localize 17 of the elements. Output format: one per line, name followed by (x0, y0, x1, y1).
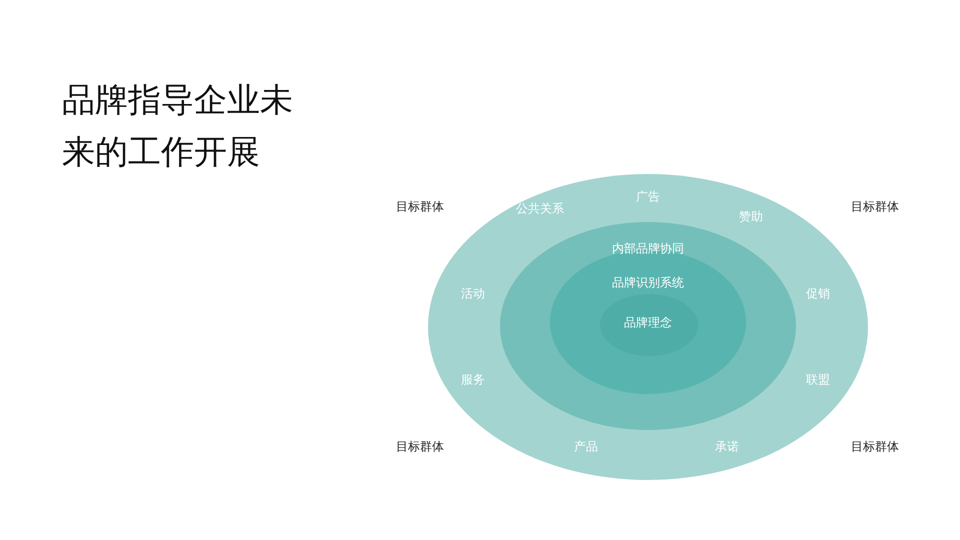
ring-label: 服务 (461, 372, 485, 388)
title: 品牌指导企业未来的工作开展 (62, 79, 294, 173)
ring-label: 承诺 (715, 438, 739, 456)
audience-label: 目标群体 (396, 438, 444, 456)
ring-label: 内部品牌协同 (612, 240, 684, 258)
audience-label: 目标群体 (851, 438, 899, 456)
ring-label: 广告 (636, 188, 660, 206)
ring-label: 赞助 (739, 208, 763, 226)
audience-label: 目标群体 (851, 198, 899, 216)
audience-label: 目标群体 (396, 198, 444, 216)
ring-label: 促销 (806, 286, 830, 302)
ring-label: 联盟 (806, 372, 830, 388)
ring-label: 产品 (574, 438, 598, 456)
ring-label: 活动 (461, 286, 485, 302)
ring-label: 品牌理念 (624, 314, 672, 332)
ring-label: 公共关系 (516, 200, 564, 218)
ring-label: 品牌识别系统 (612, 274, 684, 292)
